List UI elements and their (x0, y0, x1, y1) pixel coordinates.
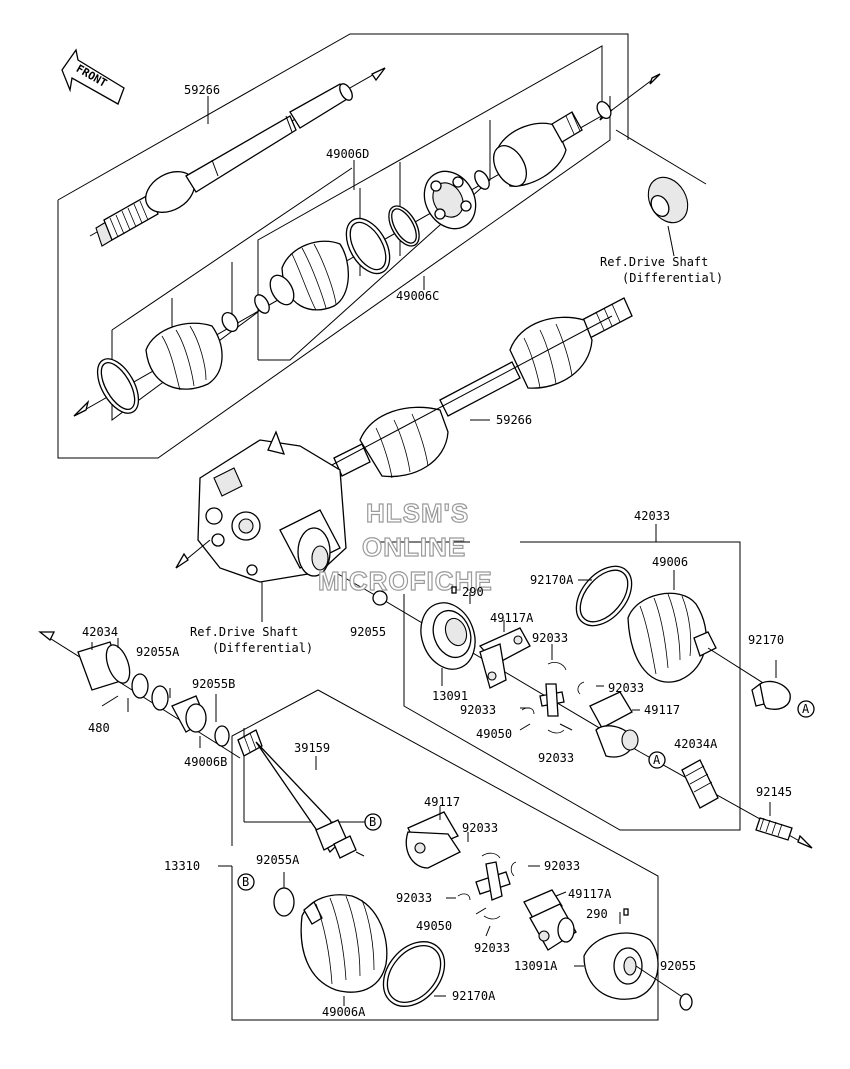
svg-text:(Differential): (Differential) (212, 641, 313, 655)
callout-480: 480 (88, 721, 110, 735)
callout-92055A-lower: 92055A (256, 853, 300, 867)
svg-text:A: A (653, 753, 661, 767)
spider-49050-upper (521, 662, 585, 734)
callout-13310: 13310 (164, 859, 200, 873)
callout-59266-upper: 59266 (184, 83, 220, 97)
svg-text:ONLINE: ONLINE (362, 532, 466, 562)
callout-92055-lower: 92055 (660, 959, 696, 973)
callout-49006A: 49006A (322, 1005, 366, 1019)
clamp-92170 (751, 660, 791, 710)
callout-labels: 59266 49006D 49006C 59266 42033 92170A 4… (82, 83, 792, 1019)
front-arrow-icon: FRONT (61, 48, 125, 105)
ref-drive-shaft-upper: Ref.Drive Shaft (Differential) (600, 255, 723, 285)
leader-lines (91, 96, 675, 997)
callout-92033-5: 92033 (462, 821, 498, 835)
ref-drive-shaft-lower: Ref.Drive Shaft (Differential) (190, 625, 313, 655)
callout-42034: 42034 (82, 625, 118, 639)
svg-text:(Differential): (Differential) (622, 271, 723, 285)
left-small-parts (38, 631, 241, 759)
callout-42033: 42033 (634, 509, 670, 523)
callout-92033-1: 92033 (532, 631, 568, 645)
callout-290-upper: 290 (462, 585, 484, 599)
outer-boot-upper (474, 100, 612, 190)
callout-92033-6: 92033 (544, 859, 580, 873)
spline-42034A (681, 759, 719, 809)
callout-59266-lower: 59266 (496, 413, 532, 427)
callout-49050-lower: 49050 (416, 919, 452, 933)
callout-13091A: 13091A (514, 959, 558, 973)
differential-gear-upper (615, 129, 707, 257)
callout-92055B: 92055B (192, 677, 235, 691)
yoke-49117-upper (589, 691, 639, 758)
callout-92033-2: 92033 (608, 681, 644, 695)
callout-92033-7: 92033 (396, 891, 432, 905)
cv-joint-upper (388, 170, 477, 247)
callout-92170: 92170 (748, 633, 784, 647)
svg-text:A: A (802, 702, 810, 716)
boot-49006-right (575, 565, 791, 701)
callout-49006B: 49006B (184, 755, 227, 769)
svg-text:Ref.Drive Shaft: Ref.Drive Shaft (190, 625, 298, 639)
callout-49050-upper: 49050 (476, 727, 512, 741)
svg-text:MICROFICHE: MICROFICHE (318, 566, 493, 596)
inner-boot-upper (254, 217, 391, 314)
yoke-49117A-upper (478, 627, 531, 689)
shaft-39159 (237, 729, 365, 859)
pin-290-lower (623, 908, 629, 916)
spring-92145 (755, 802, 793, 841)
callout-290-lower: 290 (586, 907, 608, 921)
callout-39159: 39159 (294, 741, 330, 755)
svg-text:B: B (369, 815, 376, 829)
callout-92145: 92145 (756, 785, 792, 799)
marker-B-lower: B (237, 873, 255, 891)
callout-92055-upper: 92055 (350, 625, 386, 639)
marker-B-upper: B (364, 813, 382, 831)
callout-92170A-lower: 92170A (452, 989, 496, 1003)
callout-92055A-upper: 92055A (136, 645, 180, 659)
yoke-housing-13091 (420, 602, 476, 686)
svg-text:HLSM'S: HLSM'S (366, 498, 469, 528)
callout-49006: 49006 (652, 555, 688, 569)
callout-92170A-upper: 92170A (530, 573, 574, 587)
pin-290-upper (451, 586, 457, 594)
callout-13091: 13091 (432, 689, 468, 703)
outer-boot-lower-left (96, 312, 239, 414)
drive-shaft-lower (329, 297, 633, 479)
svg-text:Ref.Drive Shaft: Ref.Drive Shaft (600, 255, 708, 269)
callout-49117-upper: 49117 (644, 703, 680, 717)
marker-A-right: A (797, 700, 815, 718)
callout-49117A-lower: 49117A (568, 887, 612, 901)
boot-49006A-lower (273, 887, 446, 1007)
watermark: HLSM'S ONLINE MICROFICHE (317, 497, 493, 596)
callout-49006D: 49006D (326, 147, 369, 161)
inner-shaft-upper (95, 83, 354, 247)
joint-housing-13091A (583, 912, 685, 1000)
callout-92033-3: 92033 (460, 703, 496, 717)
oring-92055-upper (372, 590, 388, 606)
callout-92033-4: 92033 (538, 751, 574, 765)
oring-92055-lower (679, 993, 693, 1011)
callout-49117-lower: 49117 (424, 795, 460, 809)
callout-92033-8: 92033 (474, 941, 510, 955)
svg-text:B: B (242, 875, 249, 889)
yoke-49117A-lower (523, 889, 577, 951)
spider-49050-lower (457, 852, 517, 920)
differential-housing (175, 430, 381, 622)
marker-A-mid: A (648, 751, 666, 769)
callout-42034A: 42034A (674, 737, 718, 751)
yoke-49117-lower (405, 806, 461, 869)
callout-49006C: 49006C (396, 289, 439, 303)
callout-49117A-upper: 49117A (490, 611, 534, 625)
